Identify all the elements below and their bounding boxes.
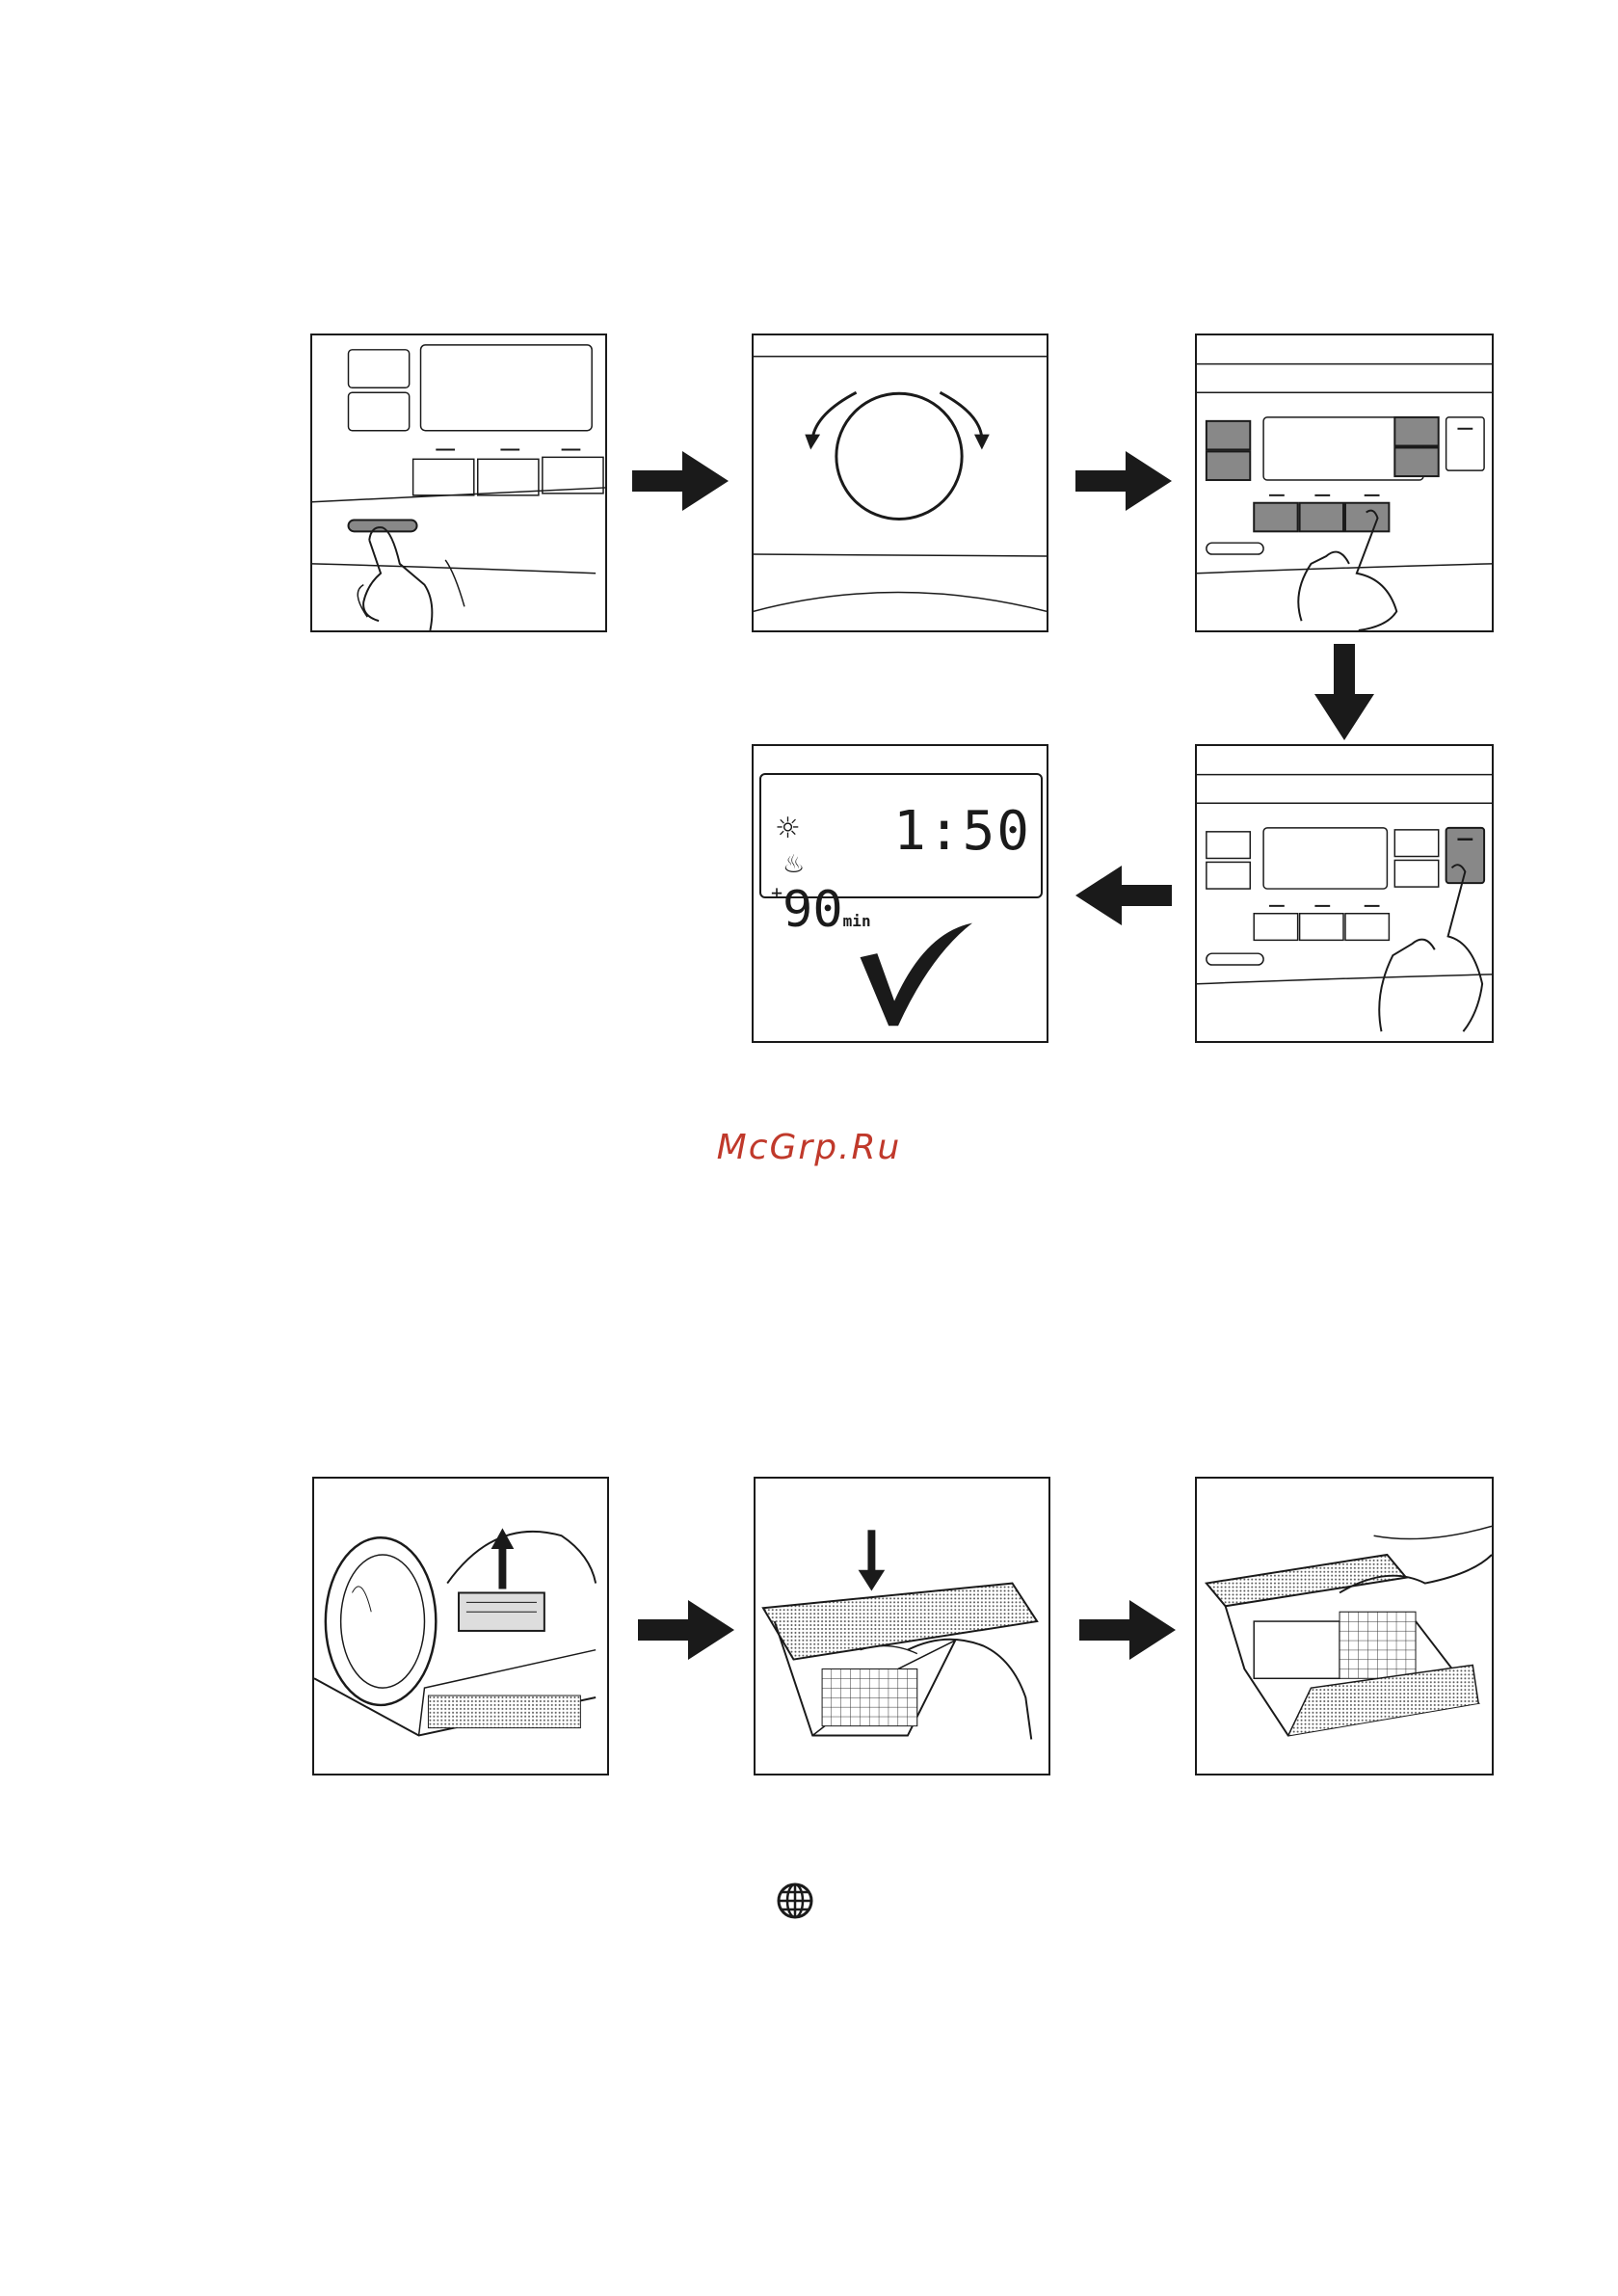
step-3-select-options-panel [1195, 334, 1494, 632]
step-5-display-result-panel: ☼ ♨ 1:50 +90min [752, 744, 1048, 1043]
lcd-time: 1:50 [893, 800, 1031, 863]
arrow-right-4 [1079, 1600, 1176, 1660]
lcd-extra-unit: min [843, 912, 871, 930]
arrow-right-2 [1075, 451, 1172, 511]
watermark-text: McGrp.Ru [0, 1128, 1618, 1167]
step-2-turn-knob-panel [752, 334, 1048, 632]
step-8-clean-filter-panel [1195, 1477, 1494, 1775]
program-knob-illustration [754, 335, 1047, 630]
lcd-extra-time: +90min [771, 881, 871, 939]
dryer-filter-removal-illustration [314, 1479, 607, 1774]
arrow-right-1 [632, 451, 729, 511]
arrow-left [1075, 866, 1172, 925]
lcd-extra-value: 90 [782, 881, 843, 939]
lcd-extra-plus: + [771, 881, 782, 904]
sun-icon: ☼ [775, 812, 801, 845]
arrow-right-3 [638, 1600, 734, 1660]
steam-icon: ♨ [782, 850, 805, 879]
step-6-remove-filter-panel [312, 1477, 609, 1775]
step-4-press-option-panel [1195, 744, 1494, 1043]
control-panel-illustration [312, 335, 605, 630]
step-7-open-filter-panel [754, 1477, 1050, 1775]
arrow-down [1314, 644, 1374, 740]
filter-clean-illustration [1197, 1479, 1492, 1774]
filter-open-illustration [756, 1479, 1048, 1774]
step-1-press-button-panel [310, 334, 607, 632]
globe-icon [776, 1882, 814, 1920]
lcd-display: ☼ ♨ 1:50 +90min [759, 773, 1043, 898]
option-buttons-illustration [1197, 335, 1492, 630]
option-button-press-illustration [1197, 746, 1492, 1041]
